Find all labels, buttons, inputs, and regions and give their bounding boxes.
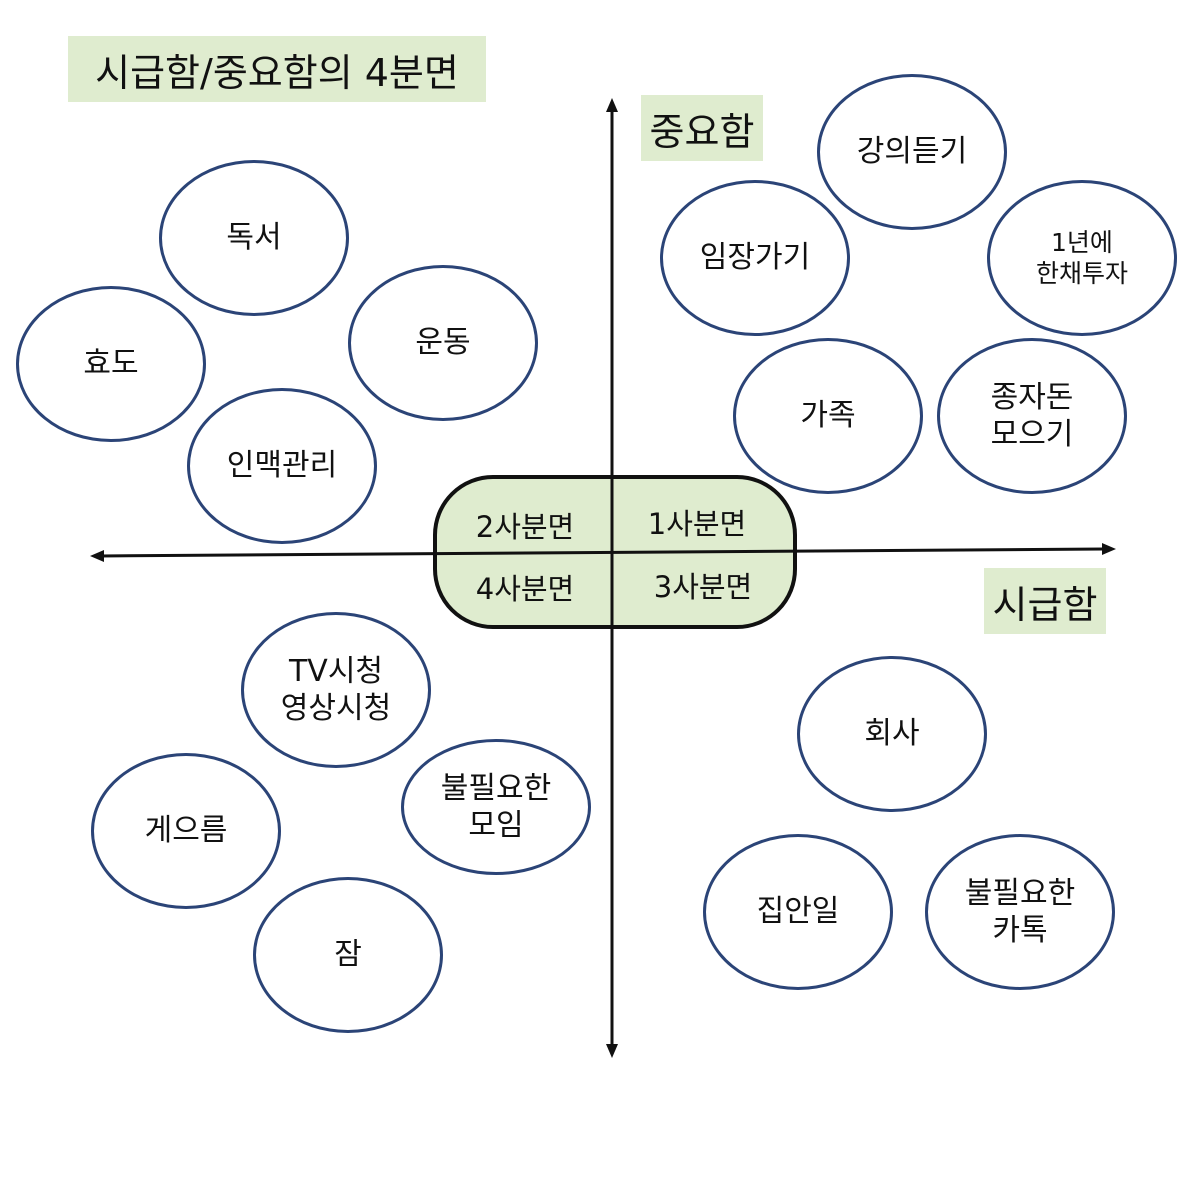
left-arrowhead <box>90 550 104 562</box>
bubble-text: 가족 <box>800 398 856 434</box>
bubble-text: 회사 <box>864 716 920 752</box>
bubble-family: 가족 <box>733 338 923 494</box>
bubble-sleep: 잠 <box>253 877 443 1033</box>
bubble-text-line2: 카톡 <box>992 913 1048 948</box>
bubble-text: 집안일 <box>756 894 840 930</box>
bubble-text-line2: 한채투자 <box>1035 259 1128 288</box>
bubble-company: 회사 <box>797 656 987 812</box>
bubble-tv: TV시청 영상시청 <box>241 612 431 768</box>
bubble-text-line1: 불필요한 <box>440 770 552 806</box>
bubble-seed-money: 종자돈 모으기 <box>937 338 1127 494</box>
quadrant-2-label: 2사분면 <box>475 510 575 544</box>
bubble-text-line1: 1년에 <box>1051 227 1113 257</box>
important-axis-label: 중요함 <box>641 95 763 161</box>
bubble-text-line1: 종자돈 <box>990 379 1074 415</box>
bubble-meeting: 불필요한 모임 <box>401 739 591 875</box>
bubble-text-line1: TV시청 <box>288 653 384 689</box>
bubble-text-line1: 불필요한 <box>964 875 1076 911</box>
bubble-text: 강의듣기 <box>856 134 968 170</box>
top-arrowhead <box>606 98 618 112</box>
bubble-filial-piety: 효도 <box>16 286 206 442</box>
bubble-lecture: 강의듣기 <box>817 74 1007 230</box>
bubble-text: 운동 <box>415 325 471 361</box>
horizontal-axis <box>99 547 1105 558</box>
bottom-arrowhead <box>606 1044 618 1058</box>
bubble-text: 잠 <box>334 937 362 973</box>
right-arrowhead <box>1102 543 1116 555</box>
bubble-kakao: 불필요한 카톡 <box>925 834 1115 990</box>
bubble-site-visit: 임장가기 <box>660 180 850 336</box>
quadrant-1-label: 1사분면 <box>647 507 747 541</box>
bubble-text-line2: 모임 <box>468 808 524 843</box>
bubble-text-line2: 모으기 <box>990 417 1074 452</box>
bubble-investment: 1년에 한채투자 <box>987 180 1177 336</box>
bubble-laziness: 게으름 <box>91 753 281 909</box>
bubble-text: 인맥관리 <box>226 448 338 484</box>
quadrant-4-label: 4사분면 <box>475 572 575 606</box>
bubble-text: 독서 <box>226 220 282 256</box>
quadrant-3-label: 3사분면 <box>653 570 753 604</box>
bubble-network: 인맥관리 <box>187 388 377 544</box>
bubble-text: 효도 <box>83 346 139 382</box>
bubble-reading: 독서 <box>159 160 349 316</box>
bubble-exercise: 운동 <box>348 265 538 421</box>
bubble-text: 임장가기 <box>699 240 811 276</box>
bubble-text-line2: 영상시청 <box>280 691 392 726</box>
bubble-housework: 집안일 <box>703 834 893 990</box>
bubble-text: 게으름 <box>144 813 228 849</box>
diagram-title: 시급함/중요함의 4분면 <box>68 36 486 102</box>
urgent-axis-label: 시급함 <box>984 568 1106 634</box>
